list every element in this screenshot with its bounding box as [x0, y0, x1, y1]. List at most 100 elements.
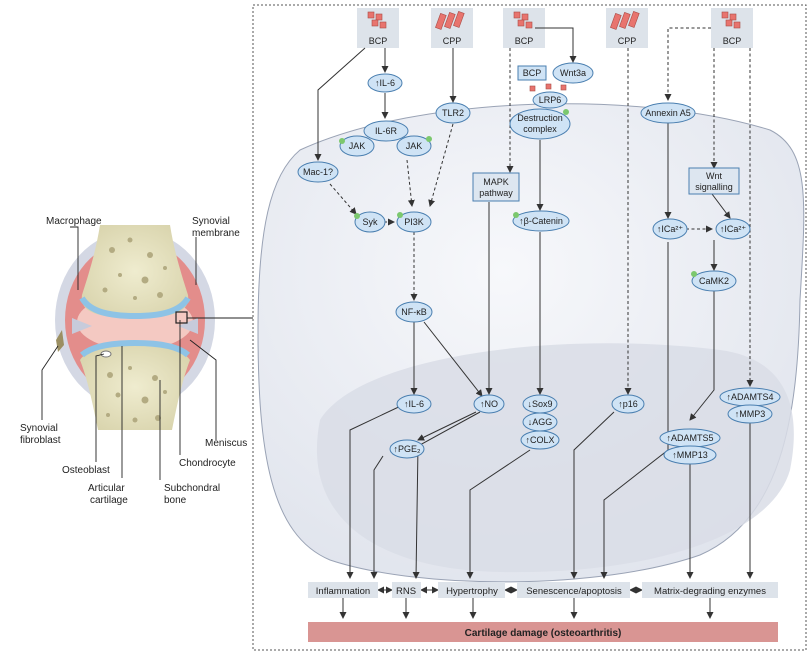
- svg-text:TLR2: TLR2: [442, 108, 464, 118]
- label-articular-cartilage: Articular cartilage: [88, 483, 128, 506]
- node-adamts4: ↑ADAMTS4: [719, 387, 781, 407]
- node-il6-low: ↑IL-6: [396, 394, 432, 414]
- outcome-rns: RNS: [392, 582, 421, 598]
- svg-text:↑MMP3: ↑MMP3: [735, 409, 766, 419]
- svg-text:JAK: JAK: [406, 141, 423, 151]
- crystal-bcp-2-label: BCP: [515, 36, 534, 46]
- node-sox9: ↓Sox9: [522, 394, 558, 414]
- osteoblast-cell: [100, 350, 112, 358]
- node-calcium-2: ↑ICa²⁺: [715, 218, 751, 240]
- node-syk: Syk: [354, 211, 386, 233]
- node-nfkb: NF-κB: [395, 301, 433, 323]
- svg-text:↑ADAMTS4: ↑ADAMTS4: [726, 392, 773, 402]
- crystal-cpp-1: CPP: [431, 8, 473, 48]
- svg-text:↓Sox9: ↓Sox9: [527, 399, 552, 409]
- svg-text:Matrix-degrading enzymes: Matrix-degrading enzymes: [654, 586, 766, 597]
- svg-text:NF-κB: NF-κB: [401, 307, 427, 317]
- svg-text:BCP: BCP: [523, 68, 542, 78]
- crystal-bcp-1-label: BCP: [369, 36, 388, 46]
- node-mac1: Mac-1?: [297, 161, 339, 183]
- node-bcp-wnt3a: BCP Wnt3a: [517, 62, 594, 84]
- svg-text:CaMK2: CaMK2: [699, 276, 729, 286]
- node-beta-catenin: ↑β-Catenin: [512, 210, 570, 232]
- outcome-matrix-degrading-enzymes: Matrix-degrading enzymes: [642, 582, 778, 598]
- node-pi3k: PI3K: [396, 211, 432, 233]
- outcome-senescence-apoptosis: Senescence/apoptosis: [517, 582, 630, 598]
- svg-text:↑IL-6: ↑IL-6: [375, 78, 395, 88]
- node-camk2: CaMK2: [691, 270, 737, 292]
- svg-text:↓AGG: ↓AGG: [528, 417, 553, 427]
- label-synovial-membrane: Synovial membrane: [192, 216, 240, 239]
- svg-text:MAPK: MAPK: [483, 177, 509, 187]
- node-mapk-pathway: MAPK pathway: [472, 172, 520, 202]
- node-agg: ↓AGG: [522, 412, 558, 432]
- node-annexin-a5: Annexin A5: [640, 102, 696, 124]
- upper-cartilage: [79, 296, 191, 320]
- node-no: ↑NO: [473, 394, 505, 414]
- svg-text:Hypertrophy: Hypertrophy: [446, 586, 498, 597]
- cell-nucleus: [316, 343, 794, 573]
- svg-text:↑PGE₂: ↑PGE₂: [394, 444, 422, 454]
- svg-text:Destruction: Destruction: [517, 113, 563, 123]
- meniscus-left: [72, 318, 92, 334]
- crystal-bcp-3: BCP: [711, 8, 753, 48]
- node-lrp6: LRP6: [529, 83, 568, 109]
- svg-text:RNS: RNS: [396, 586, 416, 597]
- svg-text:↑ICa²⁺: ↑ICa²⁺: [720, 224, 747, 234]
- svg-text:Wnt3a: Wnt3a: [560, 68, 586, 78]
- svg-text:Cartilage damage (osteoarthrit: Cartilage damage (osteoarthritis): [465, 628, 622, 639]
- crystal-cpp-1-label: CPP: [443, 36, 462, 46]
- cartilage-damage-bar: Cartilage damage (osteoarthritis): [308, 622, 778, 642]
- svg-text:pathway: pathway: [479, 188, 513, 198]
- crystal-cpp-2: CPP: [606, 8, 648, 48]
- svg-text:PI3K: PI3K: [404, 217, 424, 227]
- svg-text:IL-6R: IL-6R: [375, 126, 398, 136]
- crystal-bcp-3-label: BCP: [723, 36, 742, 46]
- outcome-inflammation: Inflammation: [308, 582, 378, 598]
- meniscus-right: [178, 318, 198, 334]
- svg-text:Senescence/apoptosis: Senescence/apoptosis: [526, 586, 622, 597]
- svg-text:JAK: JAK: [349, 141, 366, 151]
- upper-bone: [81, 225, 189, 318]
- lower-bone: [80, 344, 190, 430]
- svg-text:↑ICa²⁺: ↑ICa²⁺: [657, 224, 684, 234]
- svg-text:↑p16: ↑p16: [618, 399, 638, 409]
- svg-text:Wnt: Wnt: [706, 171, 723, 181]
- label-meniscus: Meniscus: [205, 438, 247, 449]
- label-osteoblast: Osteoblast: [62, 465, 110, 476]
- label-synovial-fibroblast: Synovial fibroblast: [20, 423, 61, 446]
- svg-text:complex: complex: [523, 124, 557, 134]
- svg-text:Mac-1?: Mac-1?: [303, 167, 333, 177]
- bone-pores: [102, 237, 167, 423]
- svg-text:Inflammation: Inflammation: [316, 586, 370, 597]
- lower-cartilage: [79, 339, 191, 358]
- svg-text:↑IL-6: ↑IL-6: [404, 399, 424, 409]
- svg-text:↑MMP13: ↑MMP13: [672, 450, 708, 460]
- svg-text:↑NO: ↑NO: [480, 399, 498, 409]
- node-mmp13: ↑MMP13: [663, 445, 717, 465]
- node-destruction-complex: Destruction complex: [509, 108, 571, 140]
- node-adamts5: ↑ADAMTS5: [659, 428, 721, 448]
- node-calcium-1: ↑ICa²⁺: [652, 218, 688, 240]
- label-macrophage: Macrophage: [46, 216, 102, 227]
- svg-text:↑COLX: ↑COLX: [525, 435, 554, 445]
- joint-illustration: Macrophage Synovial membrane Meniscus Sy…: [20, 216, 254, 506]
- label-chondrocyte: Chondrocyte: [179, 458, 236, 469]
- crystal-bcp-1: BCP: [357, 8, 399, 48]
- node-p16: ↑p16: [611, 394, 645, 414]
- svg-text:Syk: Syk: [362, 217, 378, 227]
- node-tlr2: TLR2: [435, 102, 471, 124]
- svg-text:↑ADAMTS5: ↑ADAMTS5: [666, 433, 713, 443]
- node-il6-top: ↑IL-6: [367, 73, 403, 93]
- svg-text:LRP6: LRP6: [539, 95, 562, 105]
- outcome-hypertrophy: Hypertrophy: [438, 582, 505, 598]
- node-mmp3: ↑MMP3: [727, 404, 773, 424]
- node-pge2: ↑PGE₂: [389, 439, 425, 459]
- svg-text:signalling: signalling: [695, 182, 733, 192]
- crystal-cpp-2-label: CPP: [618, 36, 637, 46]
- label-subchondral-bone: Subchondral bone: [164, 483, 223, 506]
- svg-text:↑β-Catenin: ↑β-Catenin: [519, 216, 563, 226]
- svg-text:Annexin A5: Annexin A5: [645, 108, 691, 118]
- node-colx: ↑COLX: [520, 430, 560, 450]
